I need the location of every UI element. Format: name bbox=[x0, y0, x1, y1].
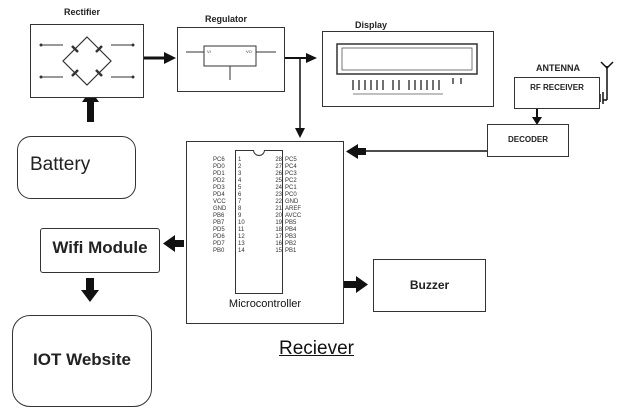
chip-notch bbox=[253, 150, 265, 156]
pin-num-l9: 9 bbox=[238, 213, 242, 219]
mcu-chip bbox=[235, 150, 283, 294]
pin-name-l13: PD7 bbox=[213, 241, 225, 247]
pin-name-l11: PD5 bbox=[213, 227, 225, 233]
pin-num-l2: 2 bbox=[238, 164, 242, 170]
pin-num-l14: 14 bbox=[238, 248, 245, 254]
arrow-regulator-to-microcontroller bbox=[295, 58, 305, 138]
pin-num-l11: 11 bbox=[238, 227, 245, 233]
pin-num-l10: 10 bbox=[238, 220, 245, 226]
pin-num-r12: 17 bbox=[275, 234, 282, 240]
pin-num-r13: 16 bbox=[275, 241, 282, 247]
rectifier-label: Rectifier bbox=[64, 7, 101, 17]
pin-name-r14: PB1 bbox=[285, 248, 297, 254]
decoder-block: DECODER bbox=[487, 124, 569, 157]
pin-name-r4: PC2 bbox=[285, 178, 297, 184]
pin-left-numbers: 1 2 3 4 5 6 7 8 9 10 11 12 13 14 bbox=[238, 157, 250, 255]
pin-num-l3: 3 bbox=[238, 171, 242, 177]
pin-name-l4: PD2 bbox=[213, 178, 225, 184]
display-label: Display bbox=[355, 20, 388, 30]
microcontroller-block: PC6 PD0 PD1 PD2 PD3 PD4 VCC GND PB6 PB7 … bbox=[186, 141, 344, 324]
pin-name-r13: PB2 bbox=[285, 241, 297, 247]
pin-num-l8: 8 bbox=[238, 206, 242, 212]
pin-name-l3: PD1 bbox=[213, 171, 225, 177]
pin-num-l6: 6 bbox=[238, 192, 242, 198]
pin-num-r3: 26 bbox=[275, 171, 282, 177]
pin-num-r8: 21 bbox=[275, 206, 282, 212]
pin-right-names: PC5 PC4 PC3 PC2 PC1 PC0 GND AREF AVCC PB… bbox=[285, 157, 311, 255]
pin-num-r11: 18 bbox=[275, 227, 282, 233]
regulator-label: Regulator bbox=[205, 14, 248, 24]
pin-name-r7: GND bbox=[285, 199, 299, 205]
wifi-module-label: Wifi Module bbox=[52, 238, 148, 257]
pin-num-r5: 24 bbox=[275, 185, 282, 191]
arrow-microcontroller-to-buzzer bbox=[344, 276, 368, 293]
pin-num-l1: 1 bbox=[238, 157, 242, 163]
iot-website-block: IOT Website bbox=[12, 315, 152, 407]
pin-num-r2: 27 bbox=[275, 164, 282, 170]
pin-name-r9: AVCC bbox=[285, 213, 302, 219]
arrow-wifi-to-iot bbox=[81, 278, 99, 302]
pin-name-r6: PC0 bbox=[285, 192, 297, 198]
pin-name-l8: GND bbox=[213, 206, 227, 212]
diagram-caption: Reciever bbox=[279, 338, 354, 359]
pin-num-r9: 20 bbox=[275, 213, 282, 219]
pin-name-l12: PD6 bbox=[213, 234, 225, 240]
arrow-decoder-to-microcontroller bbox=[346, 144, 487, 159]
antenna-icon bbox=[599, 61, 614, 104]
microcontroller-label: Microcontroller bbox=[228, 298, 302, 310]
pin-name-l5: PD3 bbox=[213, 185, 225, 191]
pin-left-names: PC6 PD0 PD1 PD2 PD3 PD4 VCC GND PB6 PB7 … bbox=[213, 157, 233, 255]
pin-name-r8: AREF bbox=[285, 206, 302, 212]
pin-name-l2: PD0 bbox=[213, 164, 225, 170]
regulator-block: VI VO bbox=[177, 27, 285, 92]
pin-name-r11: PB4 bbox=[285, 227, 297, 233]
pin-name-r2: PC4 bbox=[285, 164, 297, 170]
pin-name-l14: PB0 bbox=[213, 248, 225, 254]
pin-name-r12: PB3 bbox=[285, 234, 297, 240]
display-block bbox=[322, 31, 494, 107]
pin-name-l1: PC6 bbox=[213, 157, 225, 163]
pin-num-r6: 23 bbox=[275, 192, 282, 198]
pin-name-r1: PC5 bbox=[285, 157, 297, 163]
rf-receiver-block: RF RECEIVER bbox=[514, 77, 600, 109]
bridge-rectifier-icon bbox=[39, 36, 135, 86]
pin-name-r5: PC1 bbox=[285, 185, 297, 191]
pin-num-r14: 15 bbox=[275, 248, 282, 254]
pin-num-l5: 5 bbox=[238, 185, 242, 191]
svg-text:VI: VI bbox=[207, 49, 211, 54]
buzzer-block: Buzzer bbox=[373, 259, 486, 312]
pin-name-l6: PD4 bbox=[213, 192, 225, 198]
pin-num-l4: 4 bbox=[238, 178, 242, 184]
wifi-module-block: Wifi Module bbox=[40, 228, 160, 273]
decoder-label: DECODER bbox=[507, 135, 548, 144]
rf-receiver-label: RF RECEIVER bbox=[530, 83, 584, 92]
buzzer-label: Buzzer bbox=[409, 278, 450, 292]
svg-text:VO: VO bbox=[246, 49, 252, 54]
pin-num-l13: 13 bbox=[238, 241, 245, 247]
antenna-label: ANTENNA bbox=[536, 63, 580, 73]
pin-name-r10: PB5 bbox=[285, 220, 297, 226]
iot-website-label: IOT Website bbox=[33, 350, 131, 369]
pin-num-l7: 7 bbox=[238, 199, 242, 205]
lcd-display-icon bbox=[336, 43, 478, 95]
arrow-rectifier-to-regulator bbox=[144, 52, 176, 64]
arrow-regulator-to-display bbox=[283, 53, 317, 63]
pin-num-r10: 19 bbox=[275, 220, 282, 226]
pin-right-numbers: 28 27 26 25 24 23 22 21 20 19 18 17 16 1… bbox=[270, 157, 282, 255]
pin-num-r7: 22 bbox=[275, 199, 282, 205]
pin-num-l12: 12 bbox=[238, 234, 245, 240]
rectifier-block bbox=[30, 24, 144, 98]
battery-block: Battery bbox=[17, 136, 136, 199]
pin-name-l9: PB6 bbox=[213, 213, 225, 219]
battery-label: Battery bbox=[30, 154, 91, 175]
pin-num-r1: 28 bbox=[275, 157, 282, 163]
regulator-circuit-icon: VI VO bbox=[186, 45, 276, 80]
pin-name-l7: VCC bbox=[213, 199, 226, 205]
arrow-microcontroller-to-wifi bbox=[163, 235, 184, 252]
arrow-rf-to-decoder bbox=[532, 108, 542, 125]
pin-name-r3: PC3 bbox=[285, 171, 297, 177]
pin-name-l10: PB7 bbox=[213, 220, 225, 226]
pin-num-r4: 25 bbox=[275, 178, 282, 184]
